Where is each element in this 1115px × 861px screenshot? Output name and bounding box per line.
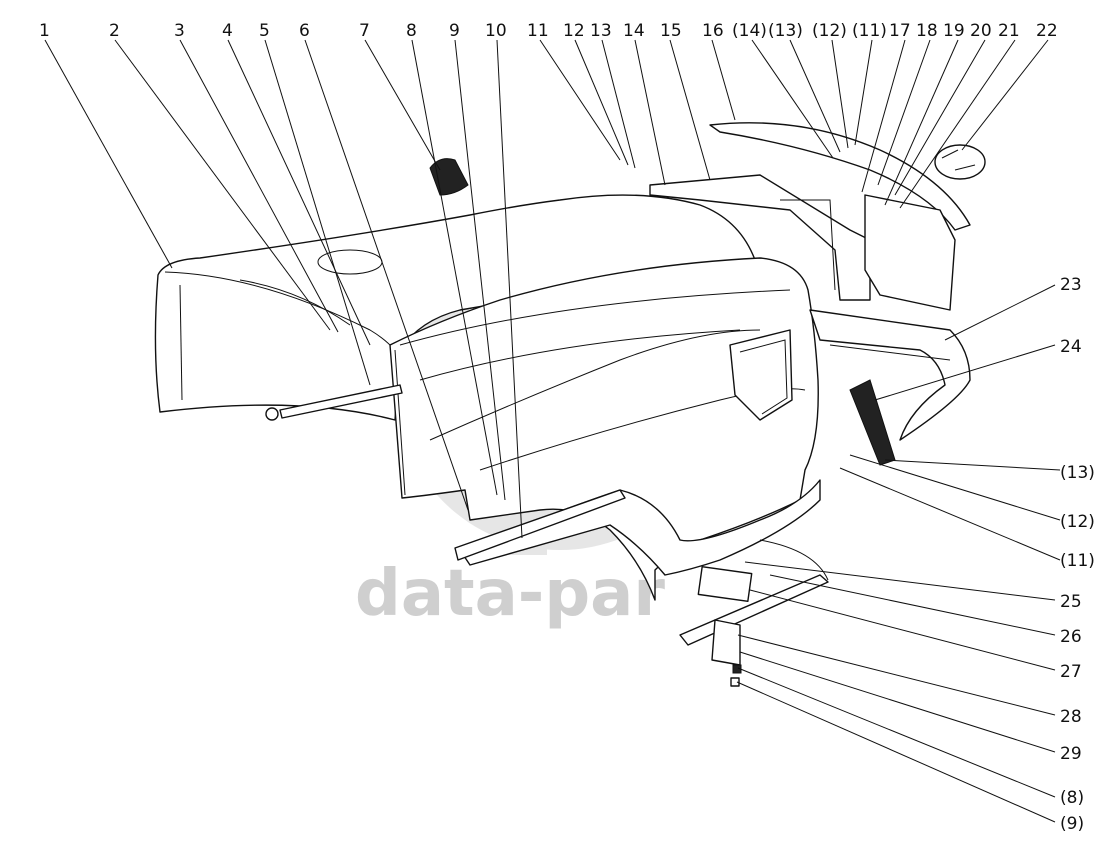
callout-label: 17 [889, 21, 911, 41]
callout-label: (9) [1060, 814, 1084, 834]
callout-label: 21 [998, 21, 1020, 41]
callout-label: 5 [259, 21, 270, 41]
callout-label: (8) [1060, 788, 1084, 808]
top-callout-labels: 1 2 3 4 5 6 7 8 9 10 11 12 13 14 15 16 (… [39, 21, 1058, 41]
callout-label: 26 [1060, 627, 1082, 647]
callout-label: 23 [1060, 275, 1082, 295]
callout-label: (13) [768, 21, 803, 41]
callout-label: 12 [563, 21, 585, 41]
callout-label: 10 [485, 21, 507, 41]
callout-label: 22 [1036, 21, 1058, 41]
callout-label: 29 [1060, 744, 1082, 764]
callout-label: 13 [590, 21, 612, 41]
hood-assembly [154, 158, 821, 601]
callout-label: 6 [299, 21, 310, 41]
leader-lines [44, 39, 1061, 823]
callout-label: 8 [406, 21, 417, 41]
callout-label: 2 [109, 21, 120, 41]
callout-label: (12) [1060, 512, 1095, 532]
callout-label: 1 [39, 21, 50, 41]
callout-label: 24 [1060, 337, 1082, 357]
callout-label: 16 [702, 21, 724, 41]
callout-label: 15 [660, 21, 682, 41]
callout-label: 27 [1060, 662, 1082, 682]
callout-label: (11) [1060, 551, 1095, 571]
watermark-text: data-par [355, 557, 665, 631]
rear-panel-assembly [649, 122, 986, 687]
callout-label: 25 [1060, 592, 1082, 612]
callout-label: 19 [943, 21, 965, 41]
callout-label: 9 [449, 21, 460, 41]
callout-label: 18 [916, 21, 938, 41]
callout-label: 7 [359, 21, 370, 41]
callout-label: 20 [970, 21, 992, 41]
callout-label: (13) [1060, 463, 1095, 483]
callout-label: 28 [1060, 707, 1082, 727]
callout-label: 3 [174, 21, 185, 41]
callout-label: (11) [852, 21, 887, 41]
callout-label: (12) [812, 21, 847, 41]
callout-label: 14 [623, 21, 645, 41]
callout-label: 11 [527, 21, 549, 41]
callout-label: (14) [732, 21, 767, 41]
callout-label: 4 [222, 21, 233, 41]
right-callout-labels: 23 24 (13) (12) (11) 25 26 27 28 29 (8) … [1060, 275, 1095, 834]
